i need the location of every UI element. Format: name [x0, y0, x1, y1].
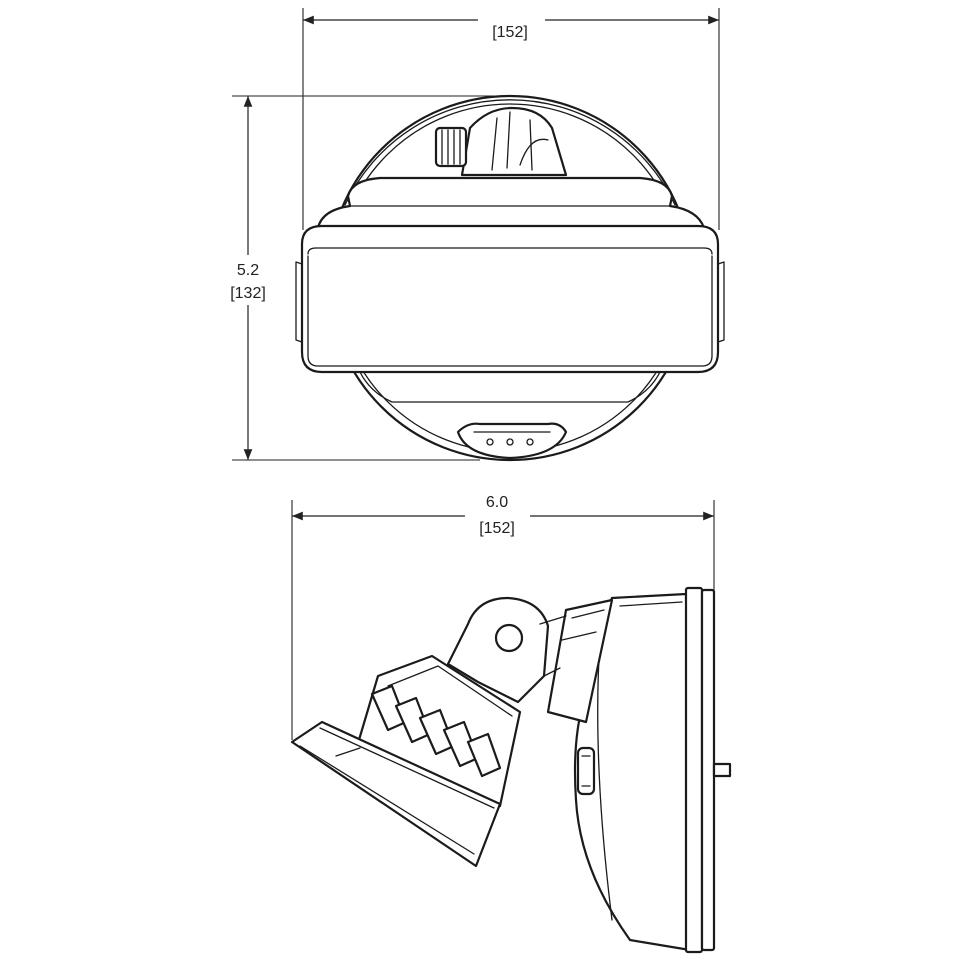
lower-sensor [359, 371, 661, 460]
front-width-dimension: [152] [302, 8, 720, 230]
lamp-head-front [295, 176, 725, 374]
front-height-dimension: 5.2 [132] [230, 95, 500, 461]
front-width-label: [152] [492, 24, 528, 41]
swivel-arm [446, 596, 614, 724]
side-width-label-in: 6.0 [486, 494, 508, 511]
swivel-bracket [434, 106, 568, 177]
front-height-label-in: 5.2 [237, 262, 259, 279]
side-width-label-mm: [152] [479, 520, 515, 537]
side-view: 6.0 [152] [290, 494, 732, 954]
side-width-dimension: 6.0 [152] [291, 494, 715, 740]
lamp-head-side [290, 654, 522, 868]
front-view: [152] 5.2 [132] [230, 8, 725, 462]
front-height-label-mm: [132] [230, 285, 266, 302]
